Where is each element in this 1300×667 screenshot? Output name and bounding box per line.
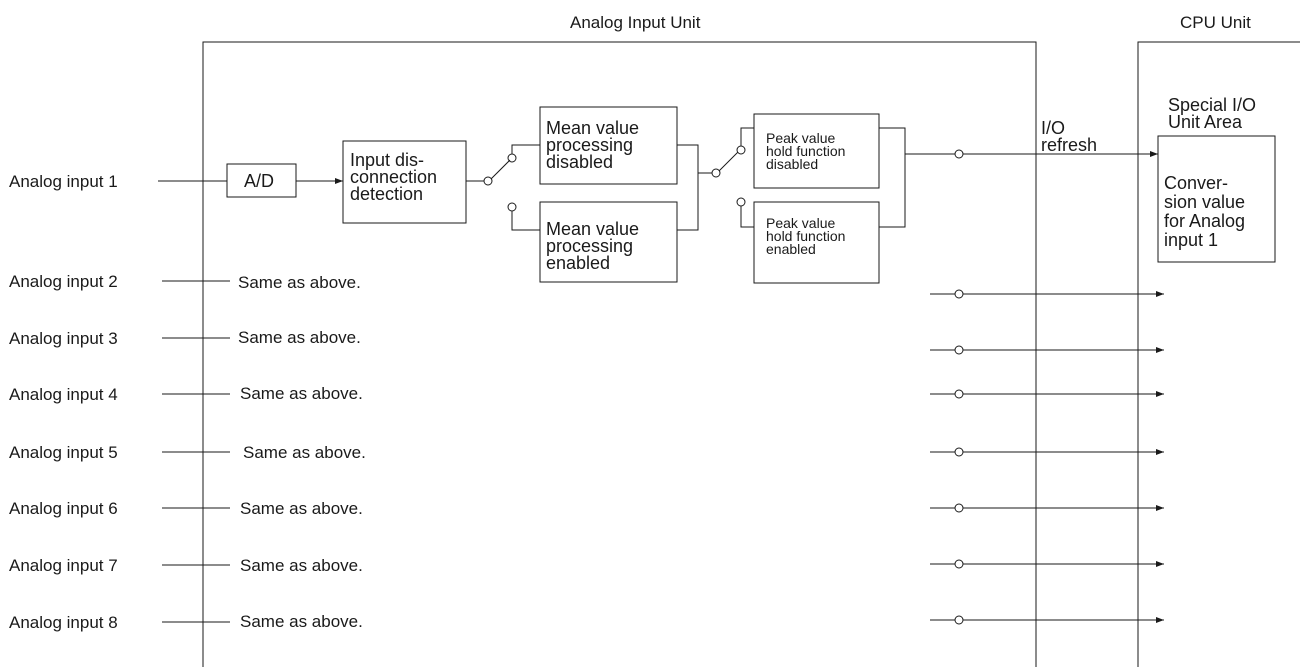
analog-input-label: Analog input 3 [9, 329, 118, 348]
same-as-above-note: Same as above. [240, 556, 363, 575]
conversion-value-label: Conver- sion value for Analog input 1 [1164, 173, 1246, 250]
mean-disabled-label: Mean value processing disabled [546, 118, 640, 172]
disconnection-block [342, 140, 467, 224]
mean-enabled-label: Mean value processing enabled [546, 219, 640, 273]
conversion-value-block [1157, 135, 1276, 263]
peak-disabled-block [753, 113, 880, 189]
peak-enabled-label: Peak value hold function enabled [766, 215, 846, 257]
same-as-above-note: Same as above. [238, 273, 361, 292]
same-as-above-note: Same as above. [240, 384, 363, 403]
analog-input-unit-frame [202, 41, 1037, 667]
analog-input-label: Analog input 4 [9, 385, 118, 404]
io-refresh-label: I/O refresh [1041, 118, 1098, 155]
mean-switch [490, 159, 511, 180]
cpu-unit-title: CPU Unit [1180, 13, 1251, 32]
ad-label: A/D [244, 171, 275, 191]
analog-input-label: Analog input 8 [9, 613, 118, 632]
same-as-above-note: Same as above. [240, 612, 363, 631]
same-as-above-note: Same as above. [243, 443, 366, 462]
peak-enabled-block [753, 201, 880, 284]
input-disconnection-label: Input dis- connection detection [350, 150, 438, 204]
mean-enabled-block [539, 201, 678, 283]
analog-input-label: Analog input 7 [9, 556, 118, 575]
same-as-above-note: Same as above. [240, 499, 363, 518]
same-as-above-note: Same as above. [238, 328, 361, 347]
peak-disabled-label: Peak value hold function disabled [766, 130, 846, 172]
peak-switch [718, 151, 739, 172]
analog-input-label: Analog input 5 [9, 443, 118, 462]
special-io-area-label: Special I/O Unit Area [1168, 95, 1257, 132]
analog-input-label: Analog input 2 [9, 272, 118, 291]
analog-input-label: Analog input 1 [9, 172, 118, 191]
cpu-unit-frame [1137, 41, 1300, 667]
analog-input-unit-title: Analog Input Unit [570, 13, 701, 32]
analog-input-label: Analog input 6 [9, 499, 118, 518]
